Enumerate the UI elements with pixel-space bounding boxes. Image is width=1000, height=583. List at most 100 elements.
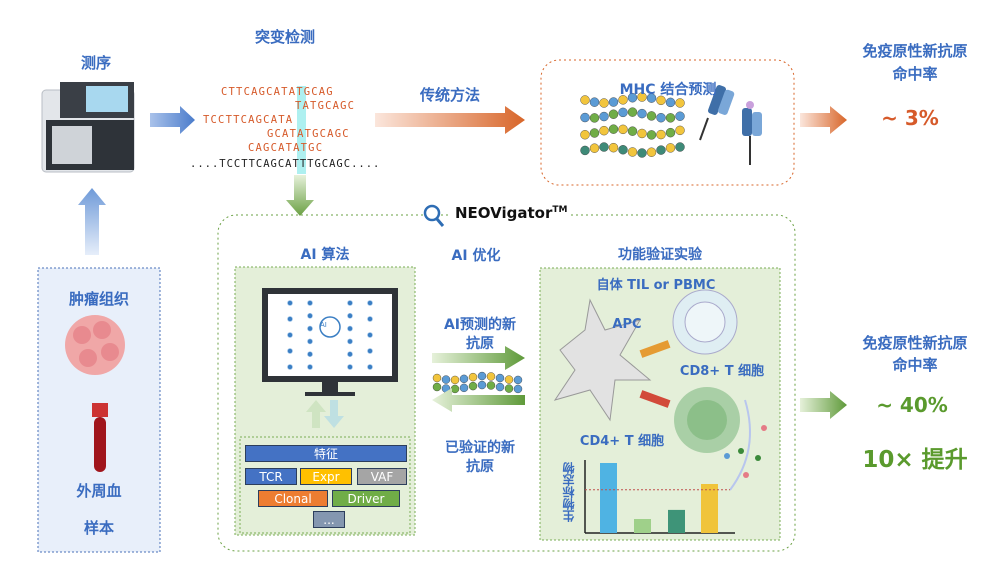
peptide-bead <box>656 95 666 106</box>
trademark: TM <box>552 205 568 215</box>
peptide-bead <box>468 381 478 391</box>
peptide-bead <box>646 130 657 140</box>
peptide-bead <box>618 95 628 105</box>
peptide-bead <box>618 145 628 155</box>
result-neo-line1: 免疫原性新抗原 <box>862 334 968 352</box>
peptide-bead <box>656 129 666 140</box>
peptide-bead <box>665 97 676 108</box>
peptide-bead <box>589 113 600 123</box>
peptide-bead <box>580 145 590 156</box>
validated-label-2: 抗原 <box>466 459 494 475</box>
peptide-bead <box>580 112 590 123</box>
magnifier-icon <box>423 204 445 227</box>
cd4-t-cell-icon <box>674 387 740 453</box>
neuron <box>287 332 293 338</box>
cd8-label: CD8+ T 细胞 <box>679 364 765 379</box>
neuron <box>287 316 293 322</box>
peptide-bead <box>618 107 628 118</box>
neuron <box>287 364 293 370</box>
neuron <box>347 300 353 306</box>
feature-vaf: VAF <box>357 468 407 485</box>
peptide-bead <box>468 372 478 382</box>
apc-cell-icon <box>553 298 652 422</box>
peptide-bead <box>459 383 469 393</box>
apc-label: APC <box>612 317 642 332</box>
neuron <box>347 351 353 358</box>
bar-1 <box>600 463 617 533</box>
arrow-traditional <box>375 106 525 134</box>
arrow-result-orange <box>800 106 847 134</box>
arrow-right-blue <box>150 106 195 134</box>
bar-3 <box>668 509 685 533</box>
neuron <box>367 364 373 370</box>
peptide-bead <box>495 382 505 392</box>
peptide-bead <box>495 373 505 383</box>
neuron <box>367 300 373 306</box>
peptide-bead <box>589 143 600 153</box>
tumor-tissue-icon <box>65 315 125 375</box>
features-box <box>239 436 411 534</box>
peptide-bead <box>486 381 496 390</box>
sequencer-icon <box>41 82 135 173</box>
peptide-bead <box>675 142 685 152</box>
result-neo-value: ~ 40% <box>876 393 948 417</box>
biomarker-chart <box>584 460 735 534</box>
monitor-ai-label: AI <box>320 321 327 329</box>
mutation-highlight <box>297 86 306 174</box>
ai-algorithm-title: AI 算法 <box>300 247 350 263</box>
feature-driver: Driver <box>332 490 400 507</box>
peptide-bead <box>665 143 676 153</box>
functional-subtitle: 自体 TIL or PBMC <box>596 278 716 293</box>
peptide-bead <box>608 124 619 134</box>
cd8-t-cell-icon <box>672 289 738 355</box>
peptide-bead <box>637 128 647 139</box>
bar-2 <box>634 519 651 533</box>
neuron <box>307 351 313 358</box>
peptide-bead <box>646 93 657 103</box>
peptide-bead <box>477 371 487 381</box>
predicted-label-1: AI预测的新 <box>443 317 517 333</box>
neuron <box>307 300 313 306</box>
tumor-tissue-label: 肿瘤组织 <box>68 290 130 308</box>
arrow-validated <box>432 388 525 412</box>
peptide-bead <box>608 142 619 153</box>
feature-header: 特征 <box>245 445 407 462</box>
feature-tcr: TCR <box>245 468 297 485</box>
cd4-label: CD4+ T 细胞 <box>579 434 665 449</box>
neuron <box>307 325 313 332</box>
ai-optimize-title: AI 优化 <box>451 248 501 264</box>
peptide-bead <box>580 95 590 105</box>
neuron <box>307 312 313 319</box>
peptide-bead <box>450 375 460 385</box>
peptide-bead <box>599 142 609 152</box>
result-traditional-line1: 免疫原性新抗原 <box>862 42 968 60</box>
peptide-bead <box>656 112 666 123</box>
validated-label-1: 已验证的新 <box>445 440 515 456</box>
neuron <box>287 300 293 306</box>
result-traditional-value: ~ 3% <box>881 106 939 130</box>
neuron <box>307 364 313 370</box>
peptide-bead <box>589 128 600 138</box>
peptide-chains-icon <box>580 92 685 158</box>
peptide-bead <box>675 98 685 108</box>
peptide-bead <box>608 109 619 119</box>
read-1: CTTCAGCATATGCAG <box>221 86 334 98</box>
bar-4 <box>701 484 718 533</box>
peptide-bead <box>432 382 442 392</box>
peptide-bead <box>637 92 647 102</box>
tcr-complex-icon <box>639 340 671 408</box>
chart-ylabel: 生物标志物 <box>562 462 576 522</box>
result-traditional-line2: 命中率 <box>892 65 938 83</box>
neuron <box>307 338 313 345</box>
peptide-bead <box>432 373 442 383</box>
peptide-bead <box>675 111 685 121</box>
read-2: TATGCAGC <box>295 100 356 112</box>
neuron <box>347 364 353 370</box>
neuron <box>367 332 373 338</box>
peptide-bead <box>459 374 469 384</box>
peptide-bead <box>637 148 647 158</box>
peptide-bead <box>637 108 647 119</box>
peptide-bead <box>618 124 628 135</box>
neovigator-title: NEOVigatorTM <box>451 204 572 222</box>
